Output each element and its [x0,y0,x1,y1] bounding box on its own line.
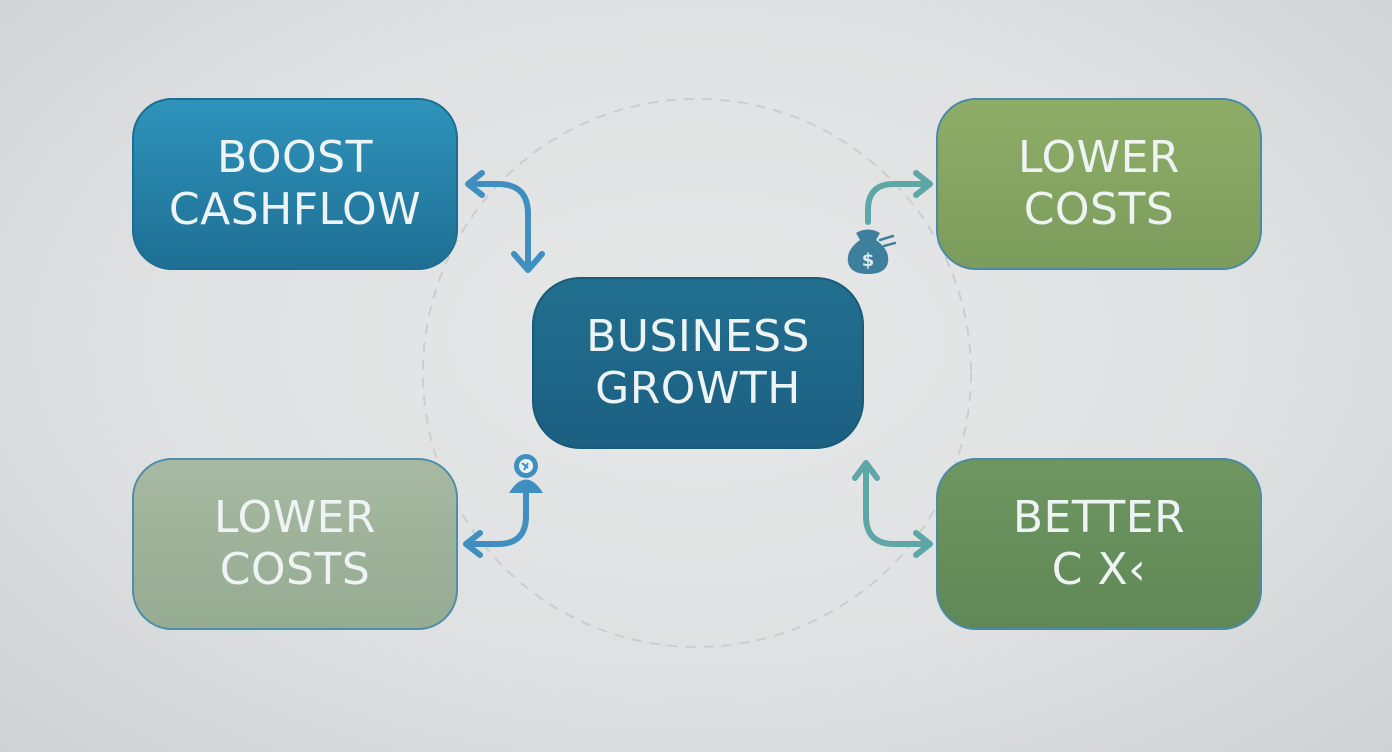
lower-costs-top-node: LOWER COSTS [936,98,1262,270]
arrow-boost-to-growth [465,170,545,273]
lower-costs-bottom-line2: COSTS [219,544,371,595]
business-growth-node: BUSINESS GROWTH [532,277,864,449]
boost-cashflow-line2: CASHFLOW [168,184,422,235]
lower-costs-bottom-node: LOWER COSTS [132,458,458,630]
arrow-growth-to-better-cx [852,460,933,558]
business-growth-line1: BUSINESS [586,311,810,362]
better-cx-line1: BETTER [1012,492,1186,543]
arrow-lower-bl-to-growth [463,491,529,558]
better-cx-line2: C X‹ [1051,544,1147,595]
boost-cashflow-node: BOOST CASHFLOW [132,98,458,270]
person-icon [509,454,543,493]
dollar-glyph: $ [862,250,875,271]
dashed-ring [422,98,972,648]
boost-cashflow-line1: BOOST [217,132,373,183]
business-growth-line2: GROWTH [595,363,801,414]
lower-costs-top-line2: COSTS [1023,184,1175,235]
better-cx-node: BETTER C X‹ [936,458,1262,630]
arrow-growth-to-lower-tr [865,170,933,225]
lower-costs-top-line1: LOWER [1018,132,1180,183]
money-bag-icon: $ [847,229,897,274]
lower-costs-bottom-line1: LOWER [214,492,376,543]
